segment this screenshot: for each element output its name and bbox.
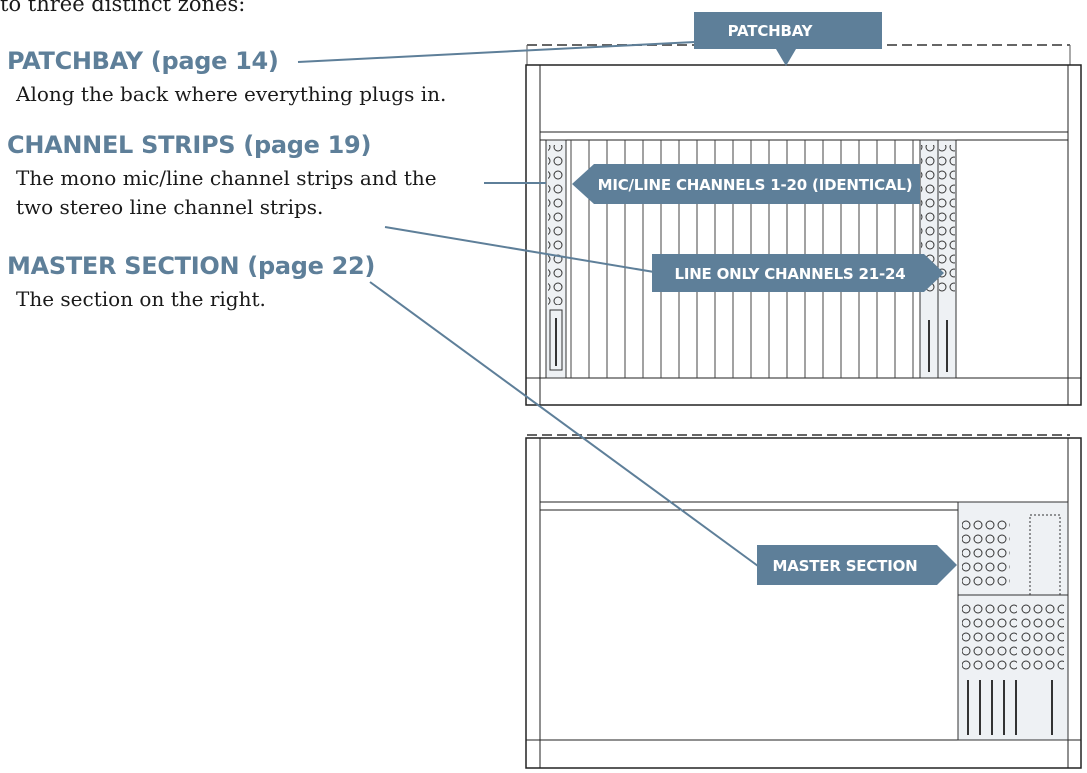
patchbay-callout-label: PATCHBAY [728,22,814,40]
mixer-bottom-illustration [525,434,1082,769]
master-callout-label: MASTER SECTION [773,557,918,575]
master-section-heading: MASTER SECTION (page 22) [7,252,376,280]
master-section-connector [369,281,759,567]
intro-text: to three distinct zones: [0,0,246,16]
patchbay-description: Along the back where everything plugs in… [16,82,447,106]
patchbay-callout [694,12,882,66]
line-only-callout [652,254,944,292]
master-section-description: The section on the right. [16,287,266,311]
mic-line-callout-label: MIC/LINE CHANNELS 1-20 (IDENTICAL) [598,176,913,194]
channel-strips-heading: CHANNEL STRIPS (page 19) [7,131,372,159]
patchbay-connector [297,41,696,63]
mixer-top-illustration [525,44,1082,406]
patchbay-heading: PATCHBAY (page 14) [7,47,279,75]
channel-strips-description-line1: The mono mic/line channel strips and the [16,166,437,190]
mic-line-callout [572,164,920,204]
channel-strips-connector-2 [384,226,679,277]
master-callout [757,545,957,585]
line-only-callout-label: LINE ONLY CHANNELS 21-24 [674,265,905,283]
channel-strips-description-line2: two stereo line channel strips. [16,195,324,219]
